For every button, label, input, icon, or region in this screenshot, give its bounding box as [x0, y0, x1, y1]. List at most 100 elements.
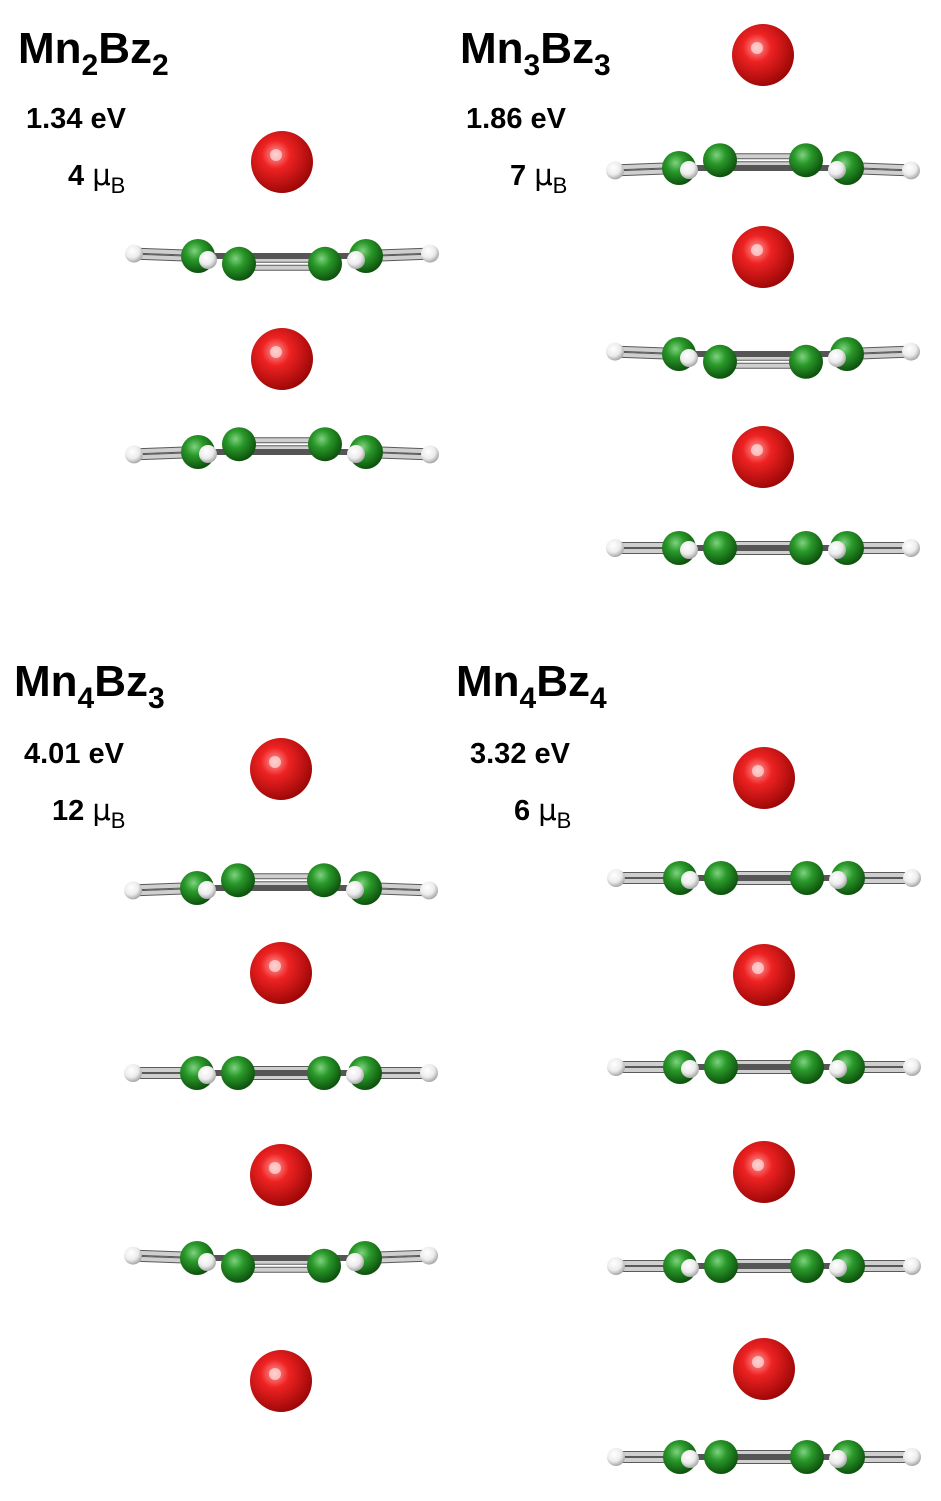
element-symbol: Mn	[456, 657, 520, 706]
hydrogen-atom	[606, 539, 624, 557]
hydrogen-atom	[421, 244, 439, 263]
formula-title: Mn4Bz3	[14, 660, 165, 714]
hydrogen-atom	[199, 445, 217, 463]
carbon-atom	[704, 1050, 738, 1084]
moment-value: 6	[514, 795, 531, 827]
hydrogen-atom	[680, 349, 698, 367]
benzene-ring	[124, 1241, 438, 1283]
hydrogen-atom	[681, 1060, 699, 1078]
moment-unit-sub: B	[110, 173, 126, 198]
moment-unit: μ	[92, 793, 111, 827]
mn-atom	[250, 942, 312, 1004]
hydrogen-atom	[829, 1259, 847, 1277]
mn-highlight	[751, 444, 763, 456]
carbon-atom	[789, 531, 823, 565]
mn-sphere	[732, 24, 794, 86]
mn-sphere	[733, 944, 795, 1006]
moment-value: 12	[52, 795, 85, 827]
carbon-atom	[703, 344, 737, 379]
formula-title: Mn3Bz3	[460, 24, 611, 81]
carbon-atom	[704, 861, 738, 895]
hydrogen-atom	[125, 445, 143, 464]
mn-highlight	[270, 346, 282, 358]
benzene-ring	[607, 1440, 921, 1474]
hydrogen-atom	[902, 539, 920, 557]
benzene-ring	[607, 1249, 921, 1283]
carbon-atom	[704, 1249, 738, 1283]
hydrogen-atom	[828, 349, 846, 367]
carbon-atom	[221, 1056, 255, 1090]
mn-highlight	[752, 962, 764, 974]
carbon-atom	[789, 143, 823, 178]
benzene-ring	[124, 863, 438, 905]
hydrogen-atom	[903, 1058, 921, 1076]
subscript: 3	[594, 49, 611, 82]
carbon-atom	[789, 344, 823, 379]
mn-highlight	[269, 1368, 281, 1380]
mn-sphere	[250, 738, 312, 800]
hydrogen-atom	[346, 1066, 364, 1084]
hydrogen-atom	[607, 1448, 625, 1466]
hydrogen-atom	[124, 881, 142, 900]
carbon-atom	[307, 863, 341, 898]
mn-sphere	[251, 131, 313, 193]
binding-energy: 1.34 eV	[26, 103, 126, 135]
binding-energy: 4.01 eV	[24, 738, 124, 770]
subscript: 4	[519, 682, 537, 715]
mn-sphere	[732, 426, 794, 488]
hydrogen-atom	[346, 1253, 364, 1271]
hydrogen-atom	[420, 1064, 438, 1082]
hydrogen-atom	[829, 871, 847, 889]
ligand-symbol: Bz	[98, 24, 152, 73]
carbon-atom	[308, 246, 342, 281]
hydrogen-atom	[607, 1058, 625, 1076]
carbon-atom	[222, 427, 256, 462]
magnetic-moment: 7 μB	[510, 158, 567, 197]
subscript: 3	[523, 49, 541, 82]
formula-title: Mn4Bz4	[456, 657, 607, 714]
hydrogen-atom	[124, 1246, 142, 1265]
mn-highlight	[752, 1356, 764, 1368]
mn-atom	[732, 226, 794, 288]
moment-unit-sub: B	[552, 173, 568, 198]
mn-highlight	[751, 42, 763, 54]
mn-highlight	[269, 1162, 281, 1174]
mn-atom	[733, 944, 795, 1006]
benzene-ring	[125, 427, 439, 469]
hydrogen-atom	[902, 161, 920, 180]
mn-atom	[251, 328, 313, 390]
mn-sphere	[733, 1338, 795, 1400]
hydrogen-atom	[421, 445, 439, 464]
hydrogen-atom	[124, 1064, 142, 1082]
hydrogen-atom	[903, 1257, 921, 1275]
benzene-ring	[606, 531, 920, 565]
hydrogen-atom	[606, 342, 624, 361]
hydrogen-atom	[903, 869, 921, 887]
benzene-ring	[607, 1050, 921, 1084]
hydrogen-atom	[198, 881, 216, 899]
magnetic-moment: 6 μB	[514, 793, 571, 832]
carbon-atom	[222, 246, 256, 281]
mn-atom	[733, 1338, 795, 1400]
mn-sphere	[250, 1144, 312, 1206]
mn-atom	[733, 1141, 795, 1203]
carbon-atom	[790, 1249, 824, 1283]
carbon-atom	[790, 1050, 824, 1084]
mn-sphere	[732, 226, 794, 288]
moment-value: 4	[68, 160, 85, 192]
hydrogen-atom	[681, 871, 699, 889]
hydrogen-atom	[347, 251, 365, 269]
mn-highlight	[751, 244, 763, 256]
carbon-atom	[307, 1248, 341, 1283]
mn-atom	[250, 1350, 312, 1412]
formula-title: Mn2Bz2	[18, 24, 169, 81]
element-symbol: Mn	[460, 24, 524, 73]
magnetic-moment: 4 μB	[68, 158, 125, 197]
moment-unit-sub: B	[110, 808, 126, 833]
mn-atom	[250, 1144, 312, 1206]
hydrogen-atom	[125, 244, 143, 263]
mn-atom	[733, 747, 795, 809]
subscript: 3	[148, 682, 165, 715]
hydrogen-atom	[198, 1253, 216, 1271]
carbon-atom	[221, 863, 255, 898]
